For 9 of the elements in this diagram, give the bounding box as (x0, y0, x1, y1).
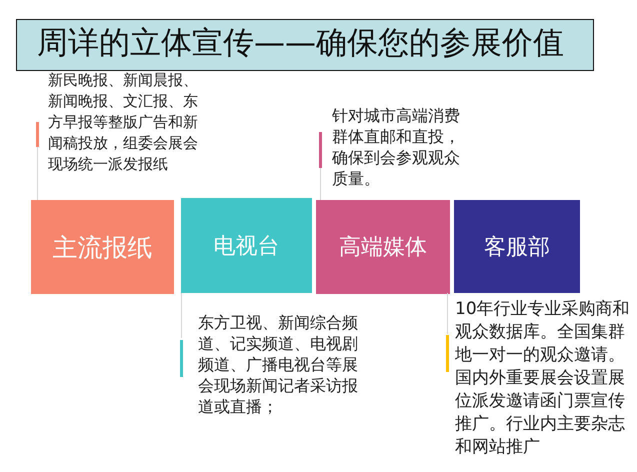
category-box: 客服部 (454, 200, 580, 293)
category-box: 主流报纸 (31, 200, 174, 294)
description-text: 新民晚报、新闻晨报、新闻晚报、文汇报、东方早报等整版广告和新闻稿投放，组委会展会现场统一派发报纸 (48, 70, 199, 175)
description-text: 10年行业专业采购商和观众数据库。全国集群地一对一的观众邀请。国内外重要展会设置展位派发邀请函门票宣传推广。行业内主要杂志和网站推广 (455, 298, 631, 459)
description-text: 针对城市高端消费群体直邮和直投，确保到会参观观众质量。 (332, 105, 461, 189)
title-banner: 周详的立体宣传——确保您的参展价值 (16, 19, 594, 71)
category-box: 高端媒体 (316, 200, 450, 294)
description-text: 东方卫视、新闻综合频道、记实频道、电视剧频道、广播电视台等展会现场新闻记者采访报道或直播； (198, 312, 359, 417)
category-box: 电视台 (181, 198, 312, 293)
